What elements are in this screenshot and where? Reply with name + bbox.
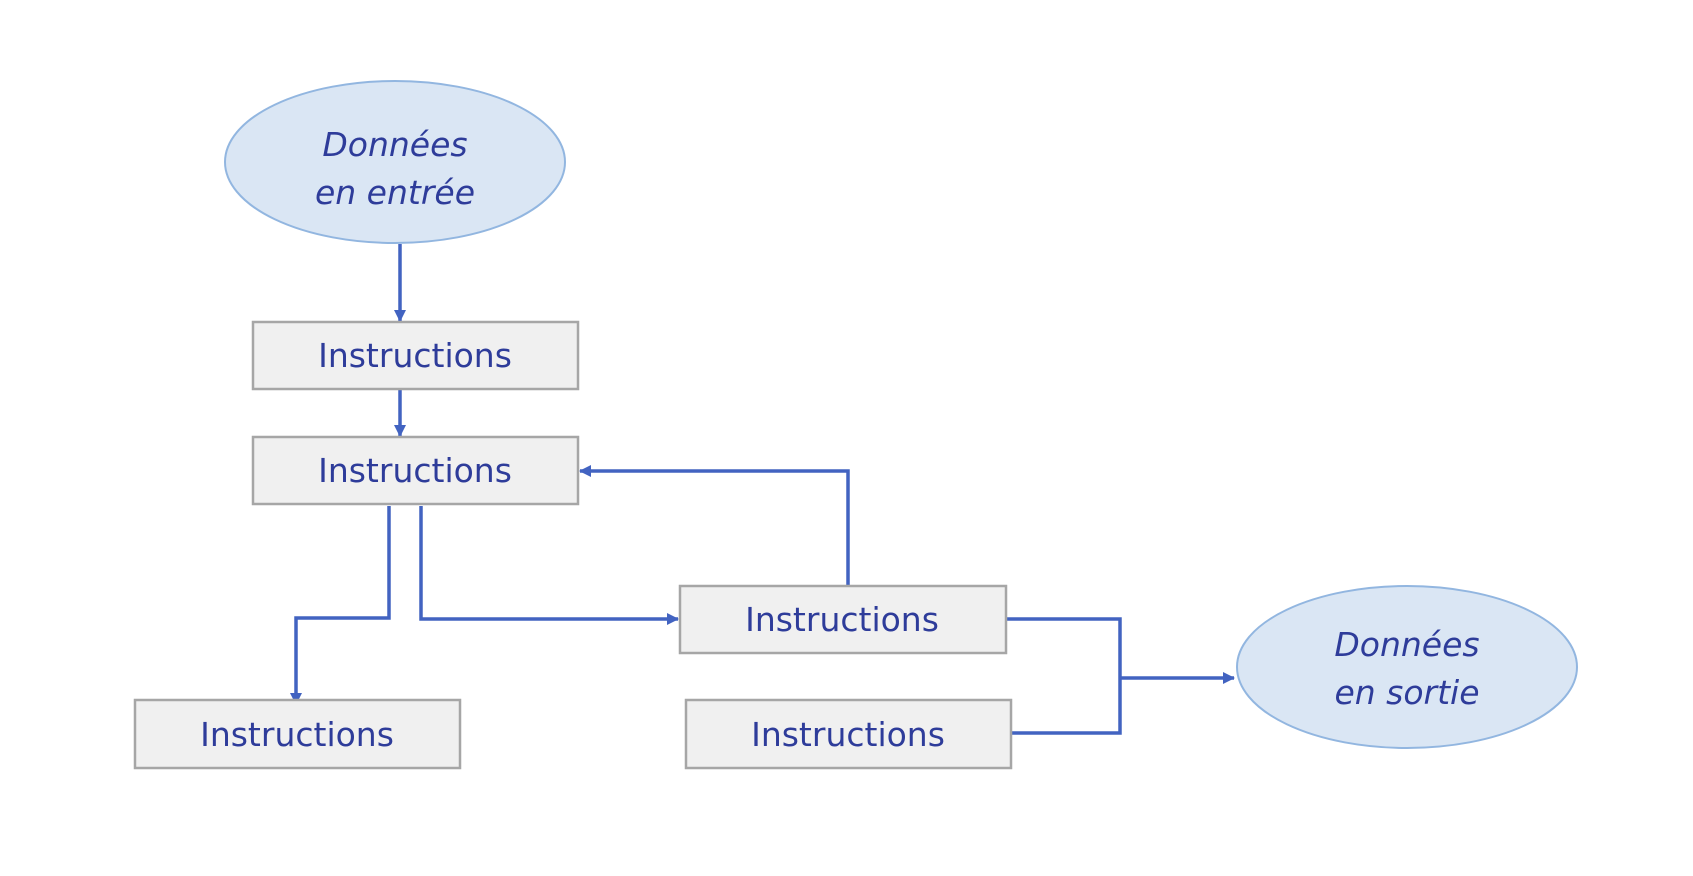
connector-box3-to-merge bbox=[1006, 617, 1122, 735]
instruction-box-4: Instructions bbox=[133, 698, 462, 770]
input-data-label-line1: Données bbox=[322, 125, 467, 164]
instruction-box-1-rect bbox=[251, 320, 580, 391]
instruction-box-2-rect bbox=[251, 435, 580, 506]
instruction-box-3: Instructions bbox=[678, 584, 1008, 655]
input-data-node: Données en entrée bbox=[224, 80, 566, 244]
output-data-label-line2: en sortie bbox=[1334, 673, 1479, 712]
arrow-box2-to-box4 bbox=[290, 506, 391, 705]
instruction-box-3-label: Instructions bbox=[745, 600, 939, 639]
output-data-node: Données en sortie bbox=[1236, 585, 1578, 749]
arrow-box2-to-box3 bbox=[419, 506, 679, 625]
connectors bbox=[290, 244, 1235, 735]
input-data-oval bbox=[224, 80, 566, 244]
instruction-box-5-label: Instructions bbox=[751, 715, 945, 754]
instruction-box-2: Instructions bbox=[251, 435, 580, 506]
instruction-box-5-rect bbox=[684, 698, 1013, 770]
instruction-box-2-label: Instructions bbox=[318, 451, 512, 490]
instruction-box-4-rect bbox=[133, 698, 462, 770]
instruction-box-1: Instructions bbox=[251, 320, 580, 391]
instruction-box-3-rect bbox=[678, 584, 1008, 655]
output-data-oval bbox=[1236, 585, 1578, 749]
instruction-box-4-label: Instructions bbox=[200, 715, 394, 754]
instruction-box-5: Instructions bbox=[684, 698, 1013, 770]
output-data-label-line1: Données bbox=[1334, 625, 1479, 664]
arrow-box3-loop-to-box2 bbox=[579, 465, 850, 585]
instruction-box-1-label: Instructions bbox=[318, 336, 512, 375]
input-data-label-line2: en entrée bbox=[315, 173, 475, 212]
